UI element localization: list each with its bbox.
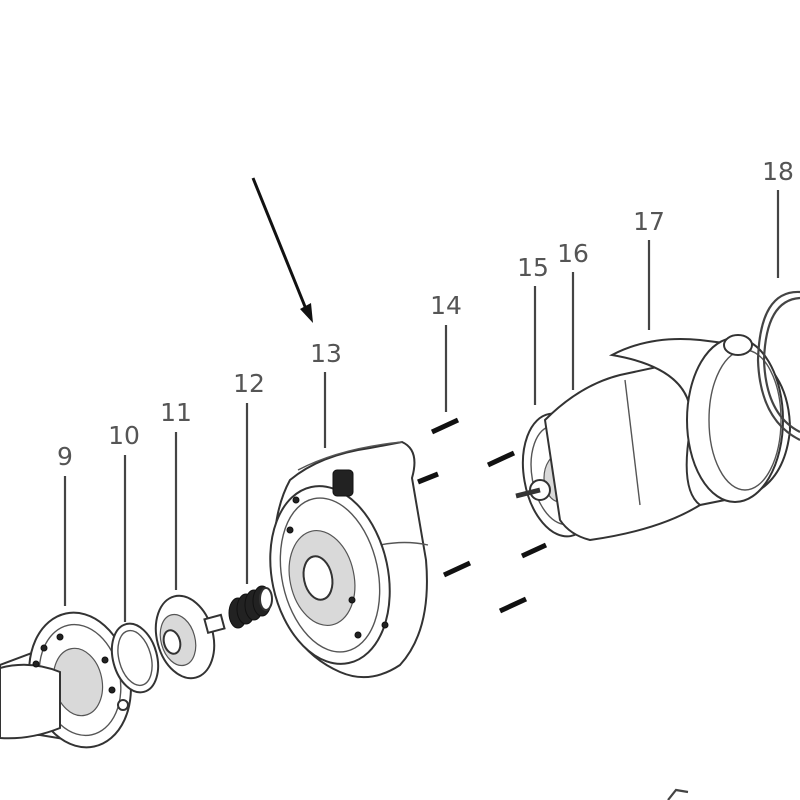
part-16-motor-body xyxy=(543,358,702,542)
label-part-17: 17 xyxy=(633,207,665,236)
label-part-18: 18 xyxy=(762,157,794,186)
label-part-14: 14 xyxy=(430,291,462,320)
part-11-impeller xyxy=(154,594,226,680)
partial-part-fragment xyxy=(667,788,689,800)
label-part-15: 15 xyxy=(517,253,549,282)
leader-lines xyxy=(63,190,780,622)
part-14-screws xyxy=(417,417,548,614)
label-part-12: 12 xyxy=(233,369,265,398)
part-13-pump-housing xyxy=(269,440,429,679)
pointer-arrow xyxy=(251,177,313,323)
label-part-16: 16 xyxy=(557,239,589,268)
part-12-shaft-seal xyxy=(228,585,273,629)
part-10-wear-ring xyxy=(110,622,160,694)
label-part-11: 11 xyxy=(160,398,192,427)
label-part-9: 9 xyxy=(57,442,73,471)
part-18-o-ring xyxy=(756,290,800,441)
label-part-10: 10 xyxy=(108,421,140,450)
label-part-13: 13 xyxy=(310,339,342,368)
part-labels: 9 10 11 12 13 14 15 16 17 18 xyxy=(57,157,794,471)
part-9-suction-cover xyxy=(0,611,132,749)
